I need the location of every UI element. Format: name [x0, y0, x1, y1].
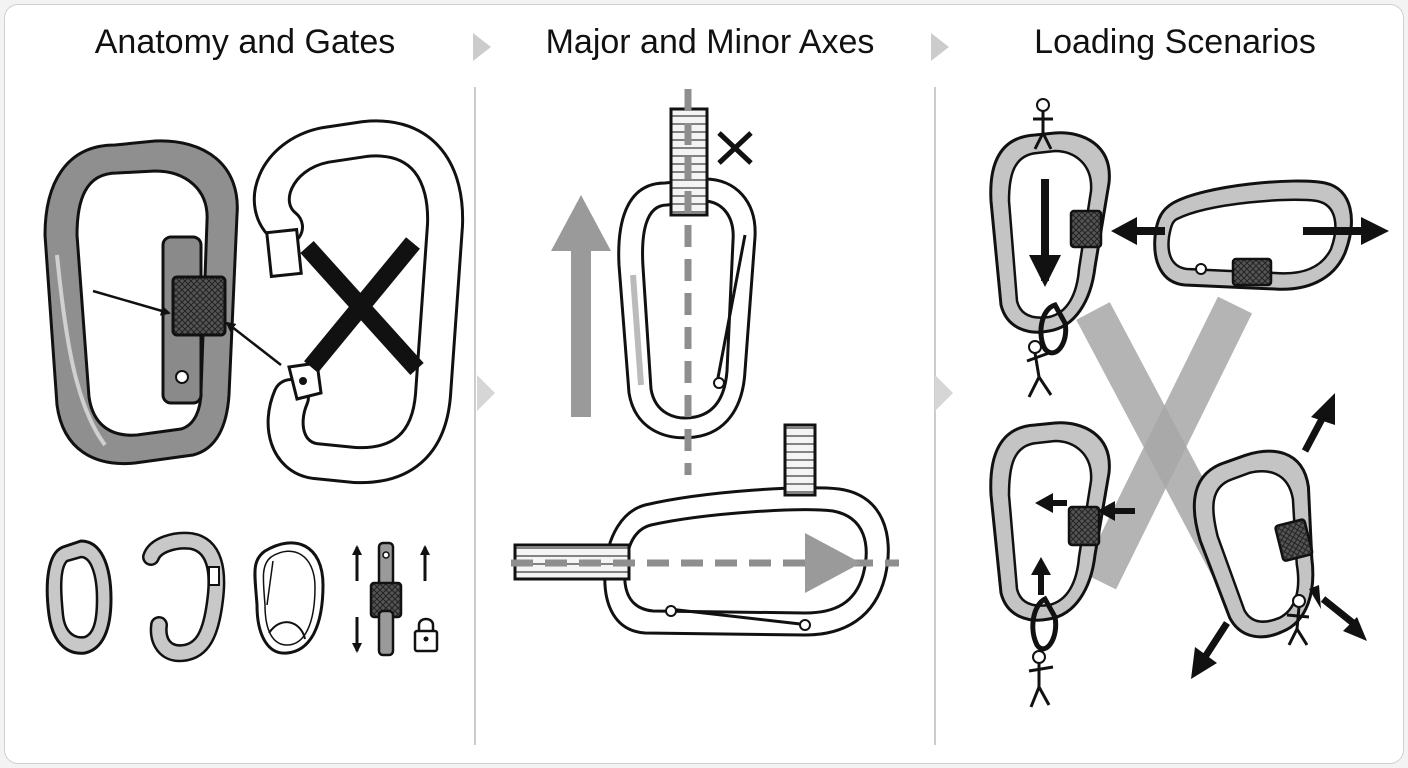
sling-top	[783, 423, 817, 497]
open-gate-carabiner	[252, 119, 465, 485]
arrow-icon	[805, 533, 861, 593]
chevron-right-icon	[473, 33, 491, 61]
arrow-icon	[1191, 647, 1217, 679]
arrow-icon	[1343, 617, 1367, 641]
chevron-right-icon	[477, 375, 495, 411]
chevron-right-icon	[935, 375, 953, 411]
arrow-icon	[92, 289, 171, 316]
diagram-artwork	[43, 33, 1389, 745]
person-icon	[1028, 650, 1054, 708]
chevron-right-icon	[931, 33, 949, 61]
carabiner-three-way-load	[1192, 449, 1315, 639]
person-icon	[1026, 340, 1053, 398]
screwgate-sleeve	[369, 541, 403, 657]
panel-title-loading: Loading Scenarios	[1034, 23, 1316, 61]
arrow-icon	[1029, 255, 1061, 287]
carabiner-gate-load	[989, 421, 1111, 652]
arrow-icon	[1320, 596, 1356, 626]
diagram-frame: Anatomy and Gates Major and Minor Axes L…	[4, 4, 1404, 764]
arrow-icon	[1311, 393, 1335, 425]
arrow-icon	[1309, 585, 1321, 609]
arrow-icon	[1202, 621, 1230, 659]
wire-gate-carabiner	[253, 541, 325, 655]
arrow-icon	[1031, 557, 1051, 575]
arrow-icon	[1301, 415, 1327, 453]
x-mark-icon	[717, 131, 753, 165]
locking-carabiner	[43, 139, 239, 466]
arrow-icon	[1035, 493, 1053, 513]
carabiner-cross-load	[1153, 179, 1353, 291]
bent-gate-carabiner	[142, 531, 226, 663]
locking-sleeve	[171, 275, 227, 337]
arrow-icon	[1111, 217, 1137, 245]
arrow-icon	[1361, 217, 1389, 245]
oval-carabiner	[45, 539, 113, 655]
panel-title-axes: Major and Minor Axes	[545, 23, 875, 61]
x-mark-icon	[300, 237, 424, 376]
arrow-icon	[551, 195, 611, 417]
arrow-icon	[225, 321, 282, 366]
lock-icon	[413, 617, 439, 653]
carabiner-vertical-load	[989, 131, 1111, 356]
person-icon	[1033, 98, 1053, 150]
person-icon	[1286, 594, 1310, 646]
arrow-icon	[1097, 501, 1115, 521]
panel-title-anatomy: Anatomy and Gates	[94, 23, 396, 61]
